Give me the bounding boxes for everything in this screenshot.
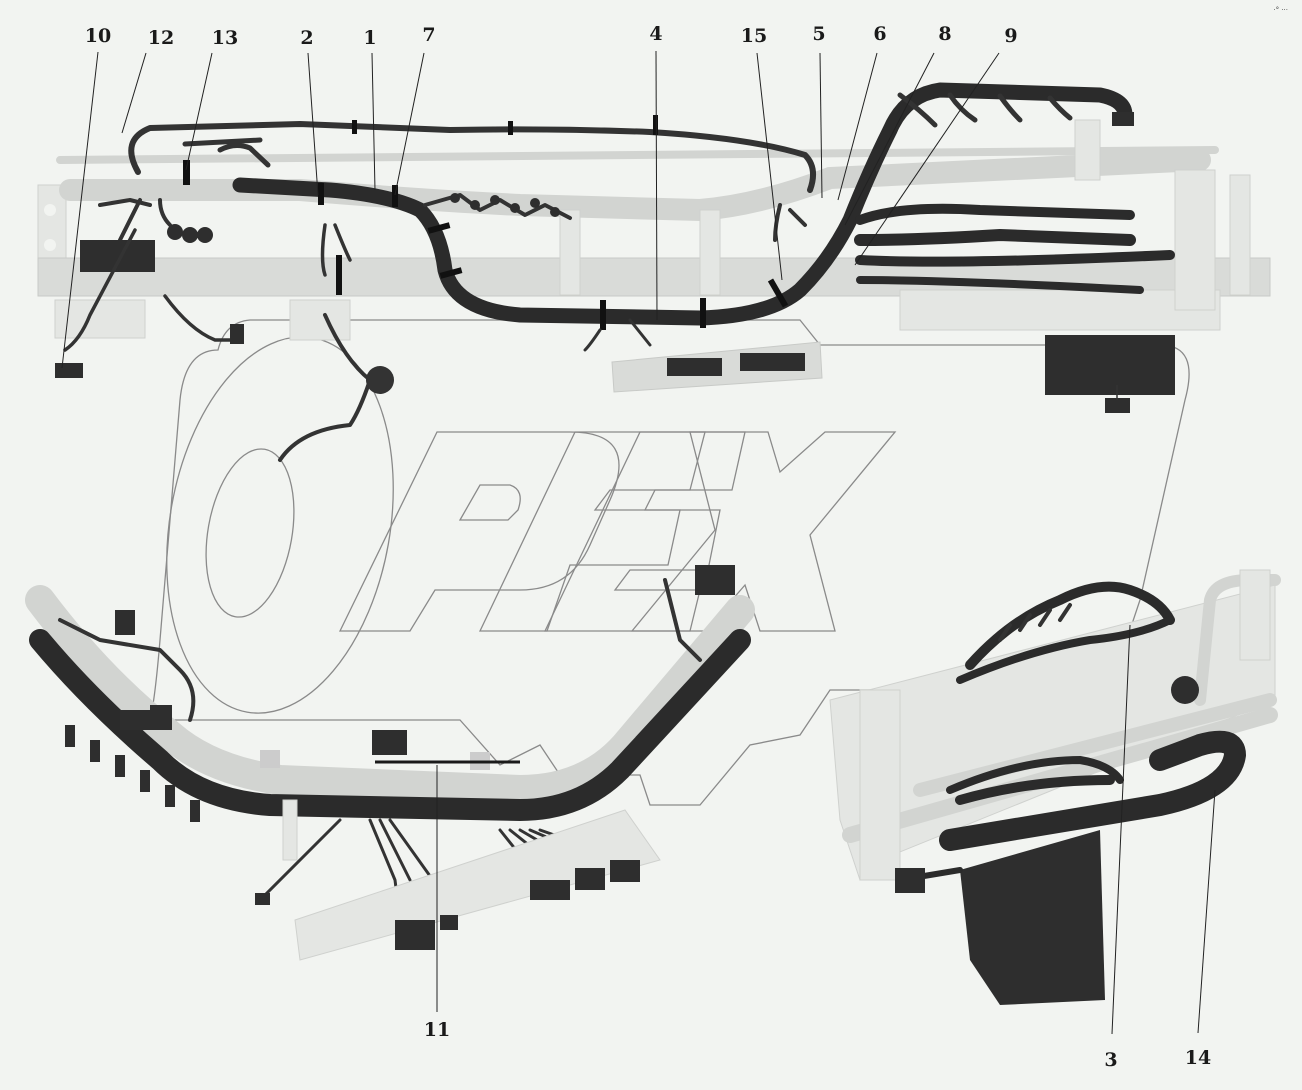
callout-15: 15 (741, 25, 767, 47)
bottom-left-detail-view (25, 565, 755, 961)
leader-8 (844, 52, 935, 226)
callout-14: 14 (1185, 1047, 1211, 1069)
corner-mark: ·° ··· (1273, 6, 1288, 14)
connector-10 (55, 363, 83, 378)
callout-12: 12 (148, 27, 174, 49)
callout-7: 7 (422, 24, 435, 46)
leader-10 (61, 51, 99, 369)
detail-beam-tube (25, 585, 755, 806)
leader-9 (854, 52, 1000, 266)
upper-rail (56, 146, 1219, 164)
callout-3: 3 (1104, 1049, 1117, 1071)
leader-15 (756, 52, 783, 281)
detail-connector-bracket (294, 809, 661, 961)
callout-10: 10 (85, 25, 111, 47)
leader-12 (121, 52, 147, 134)
detail-harness-trunk (29, 629, 751, 821)
upper-harness-loop (128, 121, 817, 193)
leader-13 (185, 52, 213, 171)
leader-3 (1111, 624, 1131, 1035)
callout-1: 1 (363, 27, 376, 49)
leader-1 (371, 52, 376, 191)
fuse-relay-cluster (1045, 335, 1175, 413)
callout-6: 6 (873, 23, 886, 45)
leader-5 (819, 52, 823, 199)
leader-14 (1197, 789, 1216, 1034)
leader-7 (394, 52, 425, 196)
harness-sleeve-14 (939, 730, 1246, 851)
bottom-right-perspective-view (829, 569, 1281, 1005)
top-view (37, 82, 1271, 462)
callout-5: 5 (812, 23, 825, 45)
callout-4: 4 (649, 23, 662, 45)
leader-4 (655, 50, 658, 321)
connector-11 (372, 730, 407, 755)
leader-6 (837, 52, 878, 201)
callout-2: 2 (300, 27, 313, 49)
callout-9: 9 (1004, 25, 1017, 47)
relay-block-3 (960, 830, 1105, 1005)
callout-8: 8 (938, 23, 951, 45)
callouts: 10 12 13 2 1 7 4 15 5 6 8 9 11 3 14 (61, 23, 1216, 1071)
leader-2 (307, 52, 319, 196)
callout-13: 13 (212, 27, 238, 49)
callout-11: 11 (424, 1019, 450, 1041)
